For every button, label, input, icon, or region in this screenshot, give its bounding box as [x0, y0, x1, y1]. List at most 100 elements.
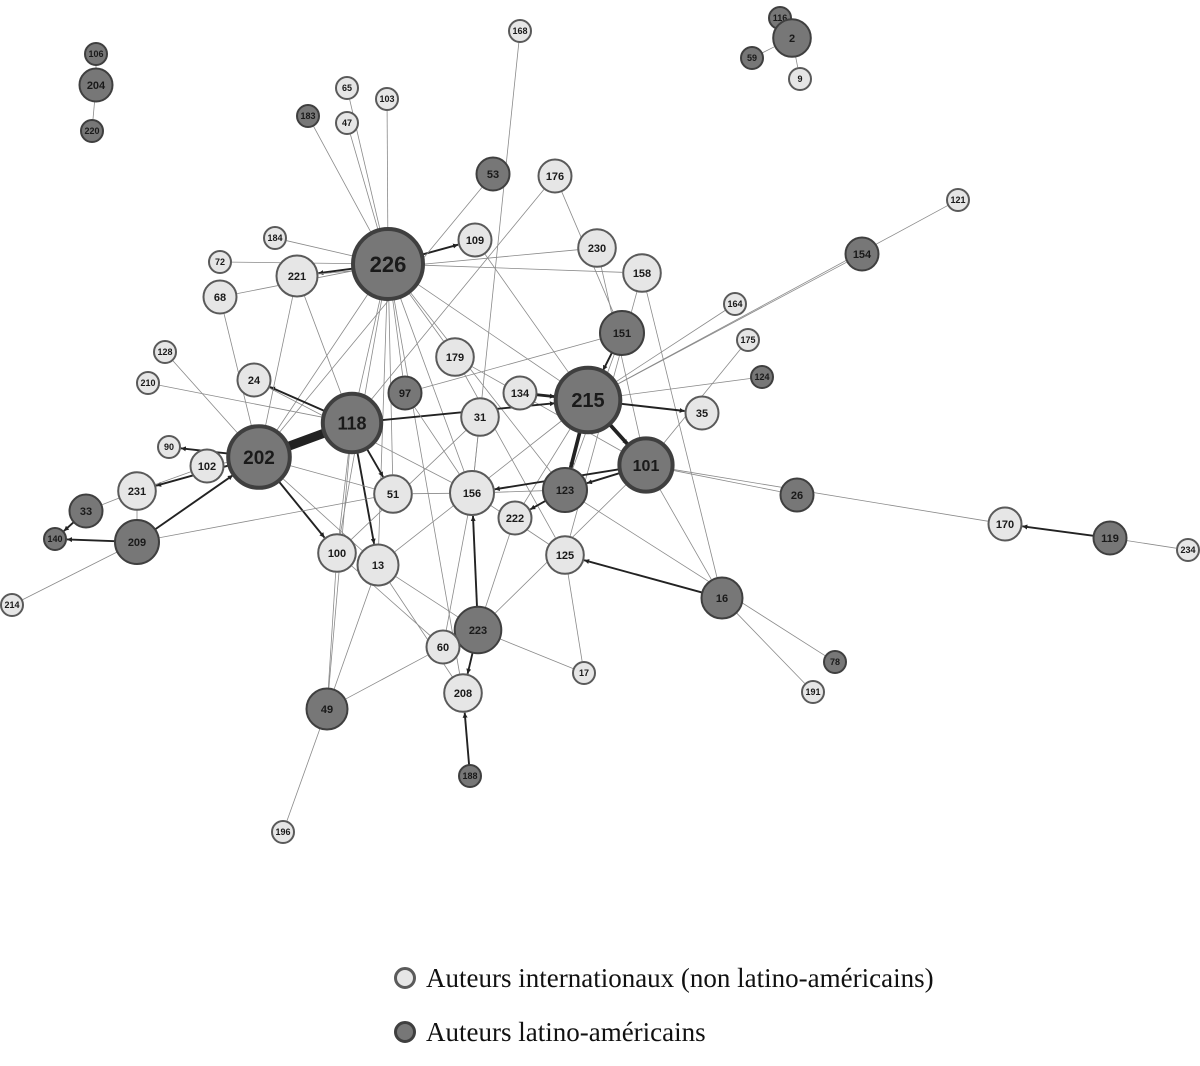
node-label-168: 168	[512, 26, 527, 36]
edge-226-103	[387, 111, 388, 229]
node-183: 183	[297, 105, 319, 127]
node-label-106: 106	[88, 49, 103, 59]
node-label-121: 121	[950, 195, 965, 205]
node-101: 101	[619, 438, 672, 491]
node-221: 221	[277, 256, 318, 297]
node-label-97: 97	[399, 388, 411, 400]
edge-226-184	[287, 241, 354, 257]
legend: Auteurs internationaux (non latino-améri…	[394, 958, 934, 1066]
edge-151-215	[603, 353, 612, 371]
legend-label-latin: Auteurs latino-américains	[426, 1017, 706, 1048]
node-label-2: 2	[789, 33, 795, 45]
node-226: 226	[353, 229, 423, 299]
edge-134-215	[536, 395, 555, 397]
node-label-175: 175	[740, 335, 755, 345]
node-140: 140	[44, 528, 66, 550]
node-label-101: 101	[633, 458, 660, 475]
node-78: 78	[824, 651, 846, 673]
node-label-49: 49	[321, 704, 333, 716]
node-100: 100	[318, 534, 356, 572]
node-label-119: 119	[1101, 533, 1119, 545]
node-label-72: 72	[215, 257, 225, 267]
edge-223-208	[468, 653, 473, 674]
node-label-26: 26	[791, 490, 803, 502]
node-168: 168	[509, 20, 531, 42]
node-label-220: 220	[84, 126, 99, 136]
legend-swatch-latin	[394, 1021, 416, 1043]
node-label-24: 24	[248, 375, 261, 387]
node-220: 220	[81, 120, 103, 142]
node-158: 158	[623, 254, 661, 292]
edge-31-156	[474, 436, 478, 470]
legend-swatch-international	[394, 967, 416, 989]
node-label-47: 47	[342, 118, 352, 128]
edge-202-100	[278, 481, 324, 538]
node-label-179: 179	[446, 352, 464, 364]
node-label-102: 102	[198, 461, 216, 473]
node-17: 17	[573, 662, 595, 684]
node-9: 9	[789, 68, 811, 90]
node-label-221: 221	[288, 271, 306, 283]
node-13: 13	[358, 545, 399, 586]
edge-223-13	[396, 577, 459, 618]
node-109: 109	[459, 224, 492, 257]
node-53: 53	[477, 158, 510, 191]
edge-215-101	[610, 424, 628, 444]
node-label-208: 208	[454, 688, 472, 700]
node-label-65: 65	[342, 83, 352, 93]
node-128: 128	[154, 341, 176, 363]
node-label-231: 231	[128, 486, 146, 498]
node-label-78: 78	[830, 657, 840, 667]
edge-123-156	[495, 491, 543, 493]
node-134: 134	[504, 377, 537, 410]
node-label-230: 230	[588, 243, 606, 255]
node-label-170: 170	[996, 519, 1014, 531]
edge-223-156	[473, 516, 477, 607]
node-label-31: 31	[474, 412, 486, 424]
node-label-140: 140	[47, 534, 62, 544]
node-184: 184	[264, 227, 286, 249]
node-125: 125	[546, 536, 584, 574]
node-33: 33	[70, 495, 103, 528]
edge-109-215	[485, 254, 569, 373]
node-49: 49	[307, 689, 348, 730]
node-59: 59	[741, 47, 763, 69]
edge-2-9	[796, 56, 798, 67]
edge-101-26	[672, 470, 780, 491]
node-90: 90	[158, 436, 180, 458]
node-210: 210	[137, 372, 159, 394]
edge-124-215	[621, 378, 751, 395]
edge-16-191	[736, 613, 804, 684]
node-label-202: 202	[243, 448, 275, 469]
node-170: 170	[989, 508, 1022, 541]
node-119: 119	[1094, 522, 1127, 555]
node-215: 215	[556, 368, 621, 433]
node-label-209: 209	[128, 537, 146, 549]
edge-188-208	[465, 713, 469, 765]
edge-121-215	[617, 205, 948, 384]
node-label-210: 210	[140, 378, 155, 388]
node-106: 106	[85, 43, 107, 65]
node-label-13: 13	[372, 560, 384, 572]
node-188: 188	[459, 765, 481, 787]
edge-123-222	[530, 501, 546, 510]
node-label-124: 124	[754, 372, 769, 382]
node-60: 60	[427, 631, 460, 664]
node-label-196: 196	[275, 827, 290, 837]
edge-49-100	[328, 573, 335, 689]
node-102: 102	[191, 450, 224, 483]
edge-158-16	[647, 291, 717, 577]
edge-101-16	[659, 488, 711, 579]
edge-226-47	[350, 135, 378, 231]
node-176: 176	[539, 160, 572, 193]
edge-118-51	[367, 448, 384, 477]
node-label-214: 214	[4, 600, 19, 610]
node-label-154: 154	[853, 249, 872, 261]
node-72: 72	[209, 251, 231, 273]
node-223: 223	[455, 607, 502, 654]
node-16: 16	[702, 578, 743, 619]
node-label-9: 9	[797, 74, 802, 84]
edge-49-60	[345, 655, 428, 699]
